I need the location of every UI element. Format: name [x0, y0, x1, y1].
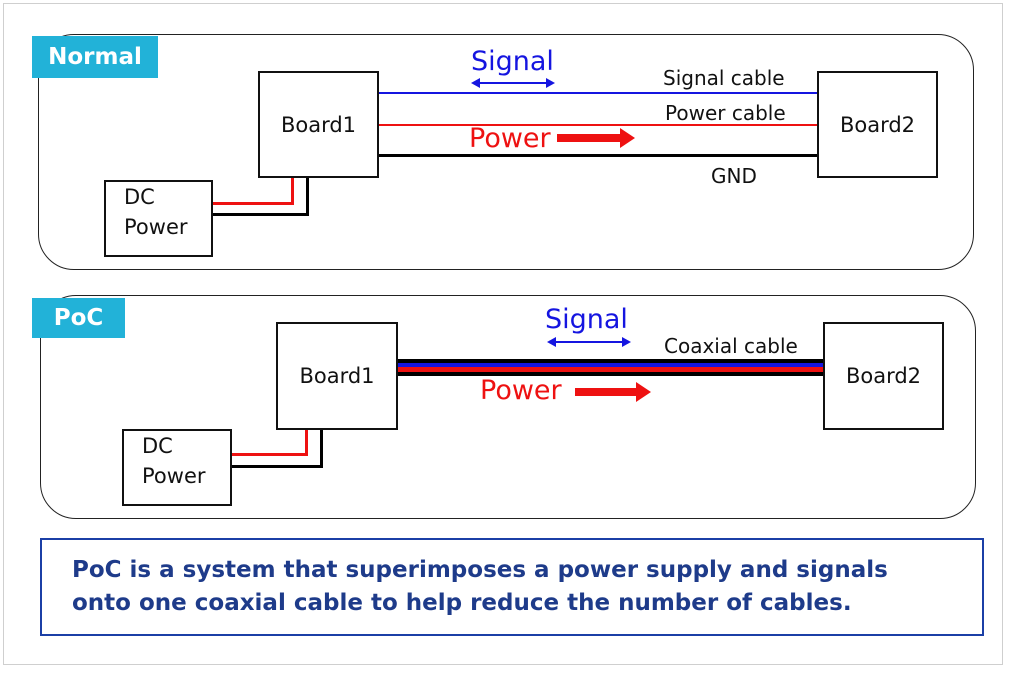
- normal-signal-cable: [378, 92, 818, 94]
- poc-power-right-arrow-icon: [575, 382, 651, 402]
- poc-dc-power-wire-vertical: [305, 429, 308, 456]
- normal-power-cable: [378, 124, 818, 126]
- normal-dc-power-wire-horizontal: [212, 202, 294, 205]
- normal-signal-double-headed-arrow-icon: [471, 78, 555, 88]
- normal-dc-power-wire-vertical: [291, 177, 294, 205]
- caption-line-2: onto one coaxial cable to help reduce th…: [72, 590, 852, 616]
- poc-coax-red: [396, 367, 826, 372]
- poc-signal-double-headed-arrow-icon: [547, 337, 631, 347]
- normal-panel: [38, 34, 974, 270]
- normal-board1: Board1: [258, 71, 379, 178]
- normal-tag: Normal: [32, 36, 158, 78]
- poc-board1-label: Board1: [299, 364, 375, 388]
- poc-dc-power-wire-horizontal: [231, 453, 308, 456]
- caption-text: PoC is a system that superimposes a powe…: [72, 554, 888, 620]
- normal-signal-cable-label: Signal cable: [663, 66, 785, 90]
- normal-dc-gnd-wire-horizontal: [212, 213, 309, 216]
- normal-gnd-label: GND: [711, 164, 757, 188]
- normal-power-right-arrow-icon: [557, 128, 635, 148]
- poc-panel: [40, 295, 976, 519]
- normal-power-label: Power: [469, 123, 551, 154]
- normal-power-cable-label: Power cable: [665, 101, 786, 125]
- normal-signal-label: Signal: [471, 46, 554, 77]
- poc-coax-black-bottom: [396, 372, 826, 376]
- normal-dc-label: DC: [124, 185, 155, 209]
- poc-power-label: Power: [480, 375, 562, 406]
- poc-power-label-box: Power: [142, 464, 206, 488]
- figure-frame: [3, 3, 1003, 665]
- poc-coax-black-top: [396, 359, 826, 363]
- normal-dc-power-box: DC Power: [104, 180, 213, 257]
- caption-box: PoC is a system that superimposes a powe…: [40, 538, 984, 636]
- poc-board2-label: Board2: [845, 364, 922, 388]
- poc-dc-gnd-wire-horizontal: [231, 465, 323, 468]
- caption-line-1: PoC is a system that superimposes a powe…: [72, 557, 888, 583]
- poc-dc-power-box: DC Power: [122, 429, 232, 506]
- poc-signal-label: Signal: [545, 304, 628, 335]
- normal-gnd-cable: [378, 154, 818, 157]
- poc-tag: PoC: [32, 298, 125, 338]
- poc-dc-label: DC: [142, 434, 173, 458]
- poc-coaxial-cable-label: Coaxial cable: [664, 334, 798, 358]
- poc-board2: Board2: [823, 322, 944, 430]
- poc-coax-blue: [396, 363, 826, 367]
- normal-power-label-box: Power: [124, 215, 188, 239]
- normal-board2-label: Board2: [839, 112, 916, 137]
- normal-board1-label: Board1: [280, 112, 357, 137]
- poc-board1: Board1: [276, 322, 398, 430]
- normal-dc-gnd-wire-vertical: [306, 177, 309, 216]
- normal-board2: Board2: [817, 71, 938, 178]
- poc-dc-gnd-wire-vertical: [320, 429, 323, 468]
